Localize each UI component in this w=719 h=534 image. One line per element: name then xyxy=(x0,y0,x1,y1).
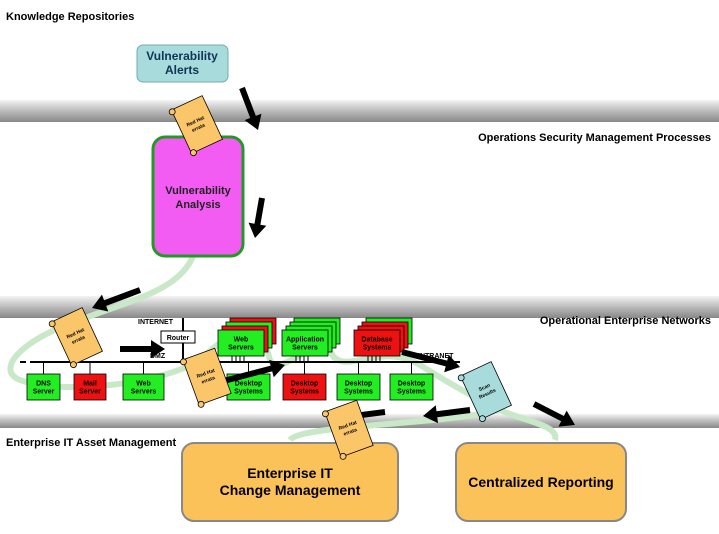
scroll-curl xyxy=(457,374,465,382)
lane-label-asset: Enterprise IT Asset Management xyxy=(6,437,176,449)
node-box xyxy=(389,373,434,401)
change-management-label: Enterprise IT xyxy=(247,465,333,481)
scroll-body xyxy=(170,95,223,155)
flow-arrow xyxy=(248,197,267,238)
node-label: Systems xyxy=(397,388,426,395)
flow-arrow xyxy=(120,340,165,358)
lane-divider xyxy=(0,296,719,318)
node-box xyxy=(282,373,327,401)
node-label: Mail xyxy=(83,380,97,387)
node-label: Server xyxy=(79,388,101,395)
node-label: Web xyxy=(136,380,151,387)
lane-label-operations: Operations Security Management Processes xyxy=(478,132,711,144)
scroll-curl xyxy=(48,320,56,328)
flow-arrow xyxy=(92,287,142,312)
node-box xyxy=(336,373,381,401)
centralized-reporting-box[interactable] xyxy=(455,442,627,522)
node-label: Server xyxy=(33,388,55,395)
vulnerability-analysis-label: Analysis xyxy=(175,199,220,211)
scroll-curl xyxy=(197,400,205,408)
scroll-curl xyxy=(322,410,329,418)
router[interactable] xyxy=(160,330,196,344)
scroll-label: errata xyxy=(201,375,216,385)
router-label: Router xyxy=(167,335,190,342)
vulnerability-alerts-label: Alerts xyxy=(165,63,199,77)
node-label: Desktop xyxy=(235,380,263,387)
node-label: Desktop xyxy=(398,380,426,387)
scroll-label: Scan xyxy=(478,383,491,393)
scroll-body xyxy=(50,307,103,367)
lane-divider xyxy=(0,100,719,122)
server-stack-label: Application xyxy=(286,336,324,343)
change-management-label: Change Management xyxy=(220,482,361,498)
centralized-reporting-label: Centralized Reporting xyxy=(468,474,613,490)
flow-arrow xyxy=(239,86,262,130)
vulnerability-alerts-label: Vulnerability xyxy=(146,49,218,63)
dmz-label: DMZ xyxy=(150,353,166,360)
vulnerability-alerts-box[interactable] xyxy=(136,44,229,83)
node-label: Systems xyxy=(234,388,263,395)
flow-arrow xyxy=(211,359,285,387)
scroll-curl xyxy=(180,358,187,366)
scroll-curl xyxy=(190,149,197,157)
node-label: Systems xyxy=(344,388,373,395)
scroll-curl xyxy=(70,361,77,369)
intranet-label: INTRANET xyxy=(418,353,454,360)
server-card xyxy=(217,329,265,357)
node-label: Desktop xyxy=(345,380,373,387)
server-stack-label: Servers xyxy=(228,344,254,351)
server-stack-label: Servers xyxy=(292,344,318,351)
server-stack-label: Web xyxy=(234,336,249,343)
scroll-body xyxy=(324,399,374,458)
lane-label-networks: Operational Enterprise Networks xyxy=(540,315,711,327)
node-box xyxy=(26,373,61,401)
node-box xyxy=(122,373,165,401)
scroll-body xyxy=(459,361,512,421)
flow-arrow xyxy=(401,349,460,373)
server-stack-label: Systems xyxy=(363,344,392,351)
node-label: Desktop xyxy=(291,380,319,387)
lane-label-knowledge: Knowledge Repositories xyxy=(6,11,134,23)
scroll-curl xyxy=(168,108,176,116)
scroll-label: errata xyxy=(191,122,206,133)
scroll-curl xyxy=(339,452,347,460)
change-management-box[interactable] xyxy=(181,442,399,522)
server-stack-label: Database xyxy=(361,336,392,343)
vulnerability-analysis-label: Vulnerability xyxy=(165,185,231,197)
flow-arrow xyxy=(423,405,471,424)
flow-arrow xyxy=(532,401,575,427)
scroll-body xyxy=(182,347,232,406)
node-label: DNS xyxy=(36,380,51,387)
node-label: Systems xyxy=(290,388,319,395)
server-card xyxy=(281,329,329,357)
node-box xyxy=(73,373,107,401)
scroll-label: errata xyxy=(343,427,358,437)
server-card xyxy=(353,329,401,357)
internet-label: INTERNET xyxy=(138,319,174,326)
node-label: Servers xyxy=(131,388,157,395)
scroll-label: errata xyxy=(71,334,86,345)
scroll-curl xyxy=(479,415,486,423)
